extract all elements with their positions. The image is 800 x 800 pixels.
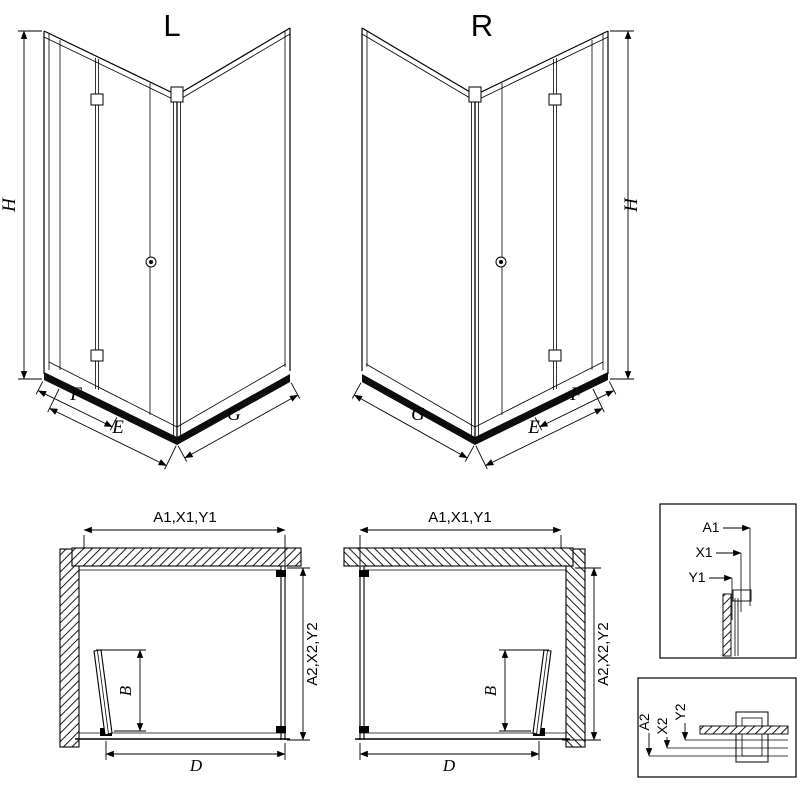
plan-view-left: A1,X1,Y1 A2,X2,Y2 B D bbox=[60, 509, 321, 775]
dim-label-height-left: H bbox=[0, 197, 20, 213]
dim-label-entry-left: E bbox=[111, 417, 124, 438]
ref-label-y1: Y1 bbox=[688, 569, 705, 585]
door-projection-label-right: B bbox=[481, 685, 500, 696]
dim-label-side-left: G bbox=[227, 404, 241, 425]
width-group-label-left: A1,X1,Y1 bbox=[153, 509, 216, 526]
depth-group-label-left: A2,X2,Y2 bbox=[304, 622, 321, 685]
ref-label-a1: A1 bbox=[702, 519, 719, 535]
variant-label-right: R bbox=[471, 8, 493, 43]
door-projection-label-left: B bbox=[116, 685, 135, 696]
variant-label-left: L bbox=[163, 8, 180, 43]
corner-view-left: L H F E G bbox=[0, 8, 300, 469]
profile-bracket bbox=[732, 589, 752, 602]
dim-label-height-right: H bbox=[621, 197, 642, 213]
ref-label-a2: A2 bbox=[636, 713, 652, 730]
dim-label-side-right: G bbox=[411, 404, 425, 425]
detail-width-frame bbox=[659, 503, 797, 659]
plan-view-right: A1,X1,Y1 A2,X2,Y2 B D bbox=[344, 509, 612, 775]
plan-left bbox=[60, 530, 301, 760]
plan-right bbox=[344, 530, 585, 760]
depth-group-label-right: A2,X2,Y2 bbox=[595, 622, 612, 685]
entry-width-label-right: D bbox=[442, 756, 456, 775]
glass-section-strip bbox=[699, 725, 789, 735]
ref-label-x2: X2 bbox=[654, 717, 670, 734]
corner-view-right: R H F E G bbox=[352, 8, 642, 469]
ref-label-y2: Y2 bbox=[672, 703, 688, 720]
entry-width-label-left: D bbox=[189, 756, 203, 775]
dim-label-entry-right: E bbox=[527, 417, 540, 438]
dim-label-fixed-left: F bbox=[69, 384, 82, 405]
dim-label-fixed-right: F bbox=[569, 384, 582, 405]
detail-width-box: A1 X1 Y1 bbox=[659, 503, 797, 659]
detail-depth-box: A2 X2 Y2 bbox=[636, 677, 797, 778]
wall-profile-block bbox=[735, 711, 769, 763]
enclosure-left bbox=[18, 28, 300, 469]
width-group-label-right: A1,X1,Y1 bbox=[428, 509, 491, 526]
ref-label-x1: X1 bbox=[695, 544, 712, 560]
enclosure-right bbox=[352, 28, 634, 469]
detail-depth-frame bbox=[637, 677, 797, 778]
wall-profile-section bbox=[722, 593, 732, 657]
